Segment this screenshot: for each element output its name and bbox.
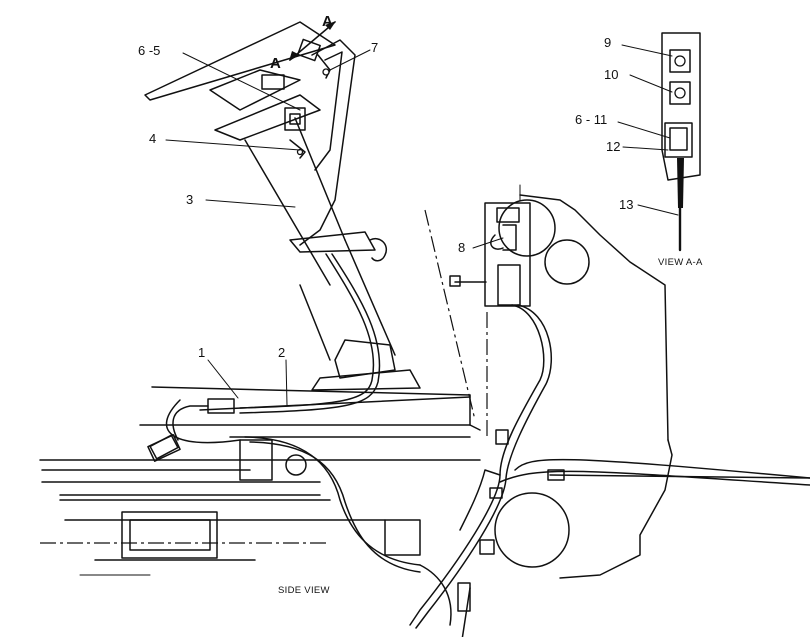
wiring-harness — [149, 253, 381, 460]
callout-10: 10 — [604, 67, 618, 82]
callout-4: 4 — [149, 131, 156, 146]
callout-6-11: 6 - 11 — [575, 112, 607, 127]
cable-run — [409, 304, 810, 637]
section-mark-top: A — [322, 13, 333, 30]
callout-13: 13 — [619, 197, 633, 212]
callouts: 1 2 3 4 6 -5 7 8 9 10 6 - 11 12 13 — [138, 35, 633, 360]
cab-centerlines — [424, 209, 488, 440]
callout-3: 3 — [186, 192, 193, 207]
view-aa-caption: VIEW A-A — [658, 257, 703, 268]
callout-8: 8 — [458, 240, 465, 255]
callout-1: 1 — [198, 345, 205, 360]
section-mark-left: A — [270, 55, 281, 72]
side-view-caption: SIDE VIEW — [278, 585, 330, 596]
callout-2: 2 — [278, 345, 285, 360]
cab-wall — [384, 194, 810, 579]
callout-6-5: 6 -5 — [138, 43, 160, 58]
callout-9: 9 — [604, 35, 611, 50]
view-aa-detail — [661, 32, 701, 252]
column-bracket — [284, 38, 356, 246]
floor-and-frame — [39, 386, 481, 576]
steering-wheel — [144, 21, 336, 141]
callout-7: 7 — [371, 40, 378, 55]
section-marker: A A — [270, 13, 336, 72]
callout-12: 12 — [606, 139, 620, 154]
lower-cable — [244, 436, 452, 626]
leader-lines — [165, 44, 679, 406]
steering-column — [244, 117, 421, 391]
